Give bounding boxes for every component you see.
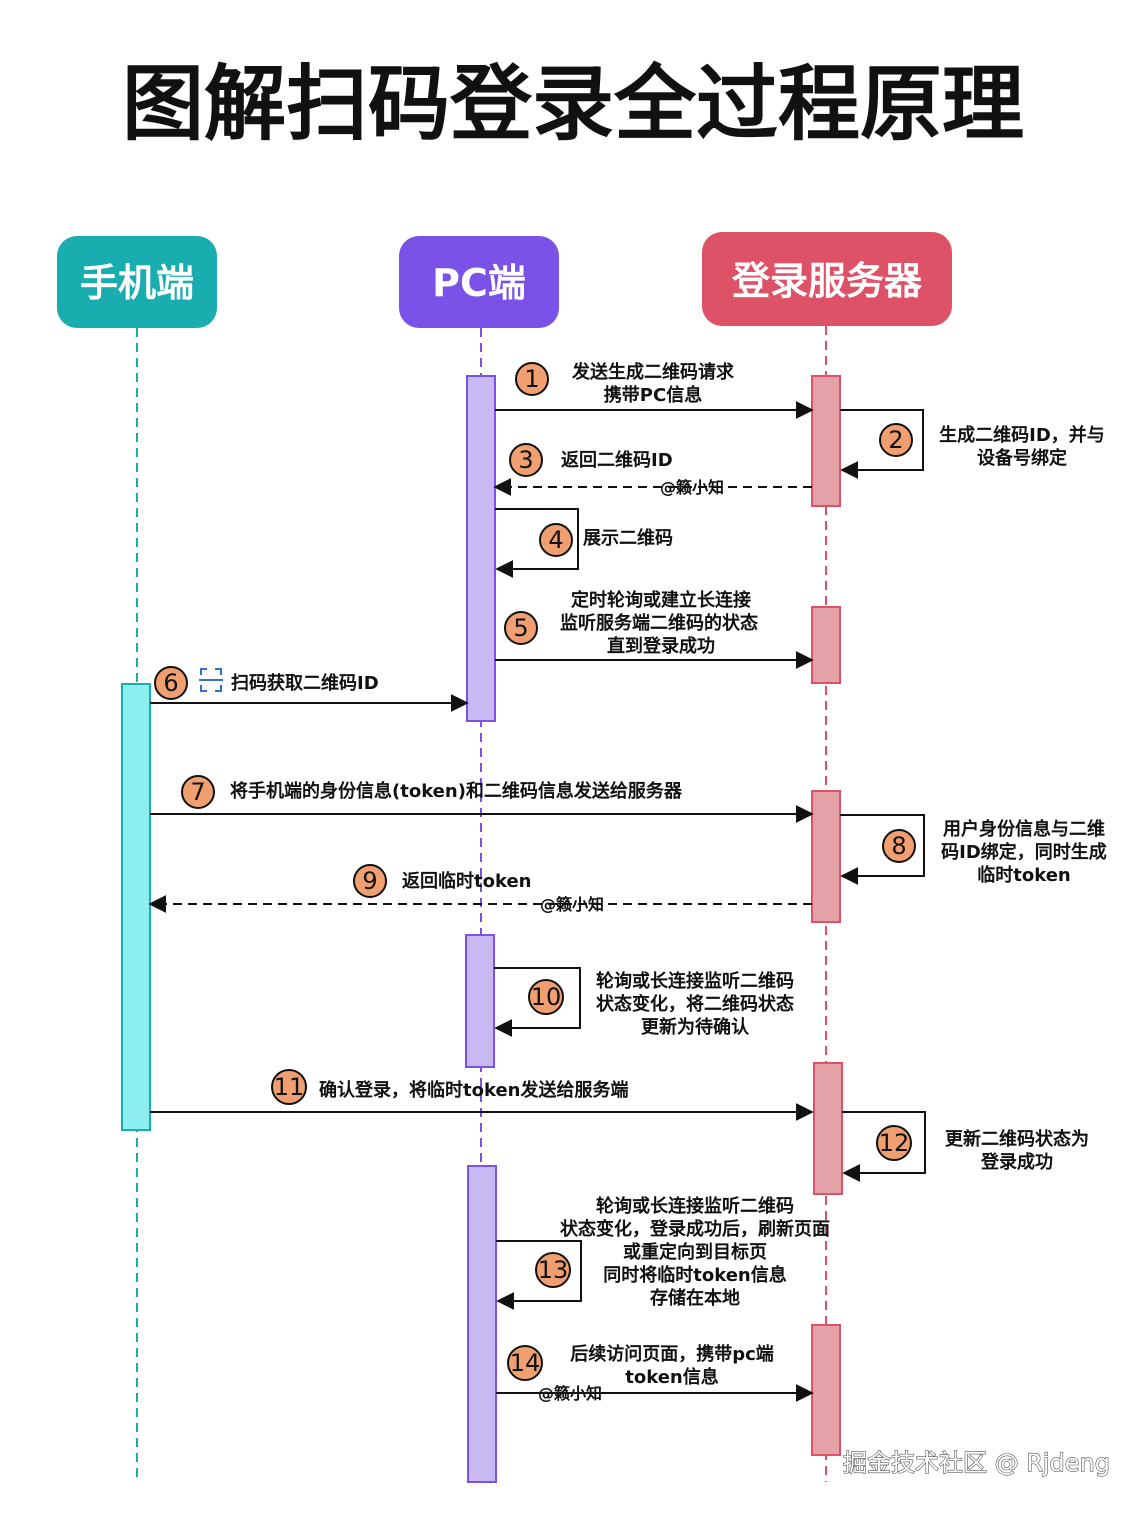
step-label-line: 确认登录，将临时token发送给服务端 (319, 1079, 628, 1101)
step-label-line: 返回二维码ID (561, 449, 673, 471)
step-number: 9 (362, 867, 377, 895)
watermark-text: @籁小知 (538, 1384, 602, 1403)
self-loop-arrow (840, 409, 924, 479)
message-14: 14 后续访问页面，携带pc端 token信息 @籁小知 (496, 1343, 814, 1403)
activation-server (813, 1062, 843, 1195)
activation-server (811, 1324, 841, 1456)
message-6: 6 扫码获取二维码ID (150, 666, 469, 712)
step-label-line: 设备号绑定 (977, 447, 1067, 469)
self-loop-arrow (496, 1240, 582, 1310)
message-3: 3 返回二维码ID @籁小知 (493, 443, 812, 497)
step-label-line: 状态变化，将二维码状态 (596, 993, 794, 1015)
self-loop-arrow (842, 1111, 926, 1182)
step-badge (528, 979, 564, 1015)
step-number: 12 (879, 1129, 910, 1157)
actor-phone-box (57, 236, 217, 328)
actor-server-label: 登录服务器 (731, 259, 923, 303)
step-number: 5 (513, 614, 528, 642)
step-badge (539, 523, 573, 557)
message-10: 10 轮询或长连接监听二维码 状态变化，将二维码状态 更新为待确认 (494, 967, 794, 1038)
step-number: 3 (518, 446, 533, 474)
activation-pc (467, 1165, 497, 1483)
step-label-line: 将手机端的身份信息(token)和二维码信息发送给服务器 (230, 780, 683, 802)
step-badge (535, 1252, 571, 1288)
step-badge (154, 666, 188, 700)
step-label-line: 同时将临时token信息 (603, 1264, 786, 1286)
step-label-line: 携带PC信息 (604, 384, 702, 406)
step-label-line: 发送生成二维码请求 (571, 361, 735, 383)
step-number: 13 (538, 1256, 569, 1284)
step-badge (882, 829, 916, 863)
step-number: 4 (548, 526, 563, 554)
footer-watermark: 掘金技术社区 @ Rjdeng (843, 1449, 1110, 1477)
step-badge (504, 611, 538, 645)
step-badge (507, 1345, 543, 1381)
step-label-line: 轮询或长连接监听二维码 (596, 970, 794, 992)
message-12: 12 更新二维码状态为 登录成功 (842, 1111, 1089, 1182)
step-label-line: 状态变化，登录成功后，刷新页面 (560, 1218, 830, 1240)
step-badge (509, 443, 543, 477)
diagram-title: 图解扫码登录全过程原理 (122, 57, 1024, 152)
watermark-text: @籁小知 (540, 895, 604, 914)
actor-pc-label: PC端 (432, 261, 526, 305)
message-1: 1 发送生成二维码请求 携带PC信息 (495, 361, 814, 419)
step-number: 1 (524, 365, 539, 393)
actor-server-box (702, 232, 952, 326)
step-label-line: 存储在本地 (650, 1287, 740, 1309)
step-number: 14 (510, 1349, 541, 1377)
self-loop-arrow (840, 814, 925, 885)
step-label-line: 后续访问页面，携带pc端 (570, 1343, 774, 1365)
activation-pc (465, 934, 495, 1068)
message-8: 8 用户身份信息与二维 码ID绑定，同时生成 临时token (840, 814, 1107, 886)
self-loop-arrow (494, 967, 581, 1037)
step-label-line: 扫码获取二维码ID (231, 672, 379, 694)
step-badge (181, 775, 215, 809)
actor-pc-box (399, 236, 559, 328)
step-label-line: 定时轮询或建立长连接 (571, 589, 751, 611)
step-label-line: 生成二维码ID，并与 (939, 424, 1105, 446)
message-5: 5 定时轮询或建立长连接 监听服务端二维码的状态 直到登录成功 (495, 589, 814, 669)
step-number: 10 (531, 983, 562, 1011)
step-label-line: 更新二维码状态为 (945, 1128, 1089, 1150)
step-badge (353, 864, 387, 898)
message-13: 13 轮询或长连接监听二维码 状态变化，登录成功后，刷新页面 或重定向到目标页 … (496, 1195, 830, 1310)
actor-phone-label: 手机端 (80, 261, 194, 305)
step-label-line: token信息 (625, 1366, 718, 1388)
message-11: 11 确认登录，将临时token发送给服务端 (150, 1069, 814, 1121)
step-badge (271, 1069, 307, 1105)
step-label-line: 用户身份信息与二维 (943, 818, 1105, 840)
step-label-line: 临时token (977, 864, 1070, 886)
step-label-line: 展示二维码 (583, 527, 673, 549)
step-number: 7 (190, 778, 205, 806)
self-loop-arrow (495, 508, 579, 578)
message-4: 4 展示二维码 (495, 508, 673, 578)
message-7: 7 将手机端的身份信息(token)和二维码信息发送给服务器 (150, 775, 814, 823)
step-badge (515, 362, 549, 396)
activation-server (811, 790, 841, 923)
step-label-line: 登录成功 (980, 1151, 1053, 1173)
watermark-text: @籁小知 (660, 478, 724, 497)
activation-server (811, 606, 841, 684)
step-label-line: 直到登录成功 (607, 635, 715, 657)
step-label-line: 返回临时token (402, 870, 531, 892)
step-label-line: 码ID绑定，同时生成 (941, 841, 1107, 863)
step-badge (879, 423, 913, 457)
message-2: 2 生成二维码ID，并与 设备号绑定 (840, 409, 1105, 479)
step-label-line: 监听服务端二维码的状态 (560, 612, 758, 634)
step-badge (876, 1125, 912, 1161)
step-number: 6 (163, 669, 178, 697)
step-number: 8 (891, 832, 906, 860)
step-number: 11 (274, 1073, 305, 1101)
step-label-line: 轮询或长连接监听二维码 (596, 1195, 794, 1217)
scan-icon (199, 668, 223, 692)
activation-server (811, 375, 841, 507)
message-9: 9 返回临时token @籁小知 (148, 864, 812, 914)
activation-phone (121, 683, 151, 1131)
step-number: 2 (888, 426, 903, 454)
activation-pc (466, 375, 496, 722)
step-label-line: 更新为待确认 (641, 1016, 750, 1038)
step-label-line: 或重定向到目标页 (623, 1241, 767, 1263)
